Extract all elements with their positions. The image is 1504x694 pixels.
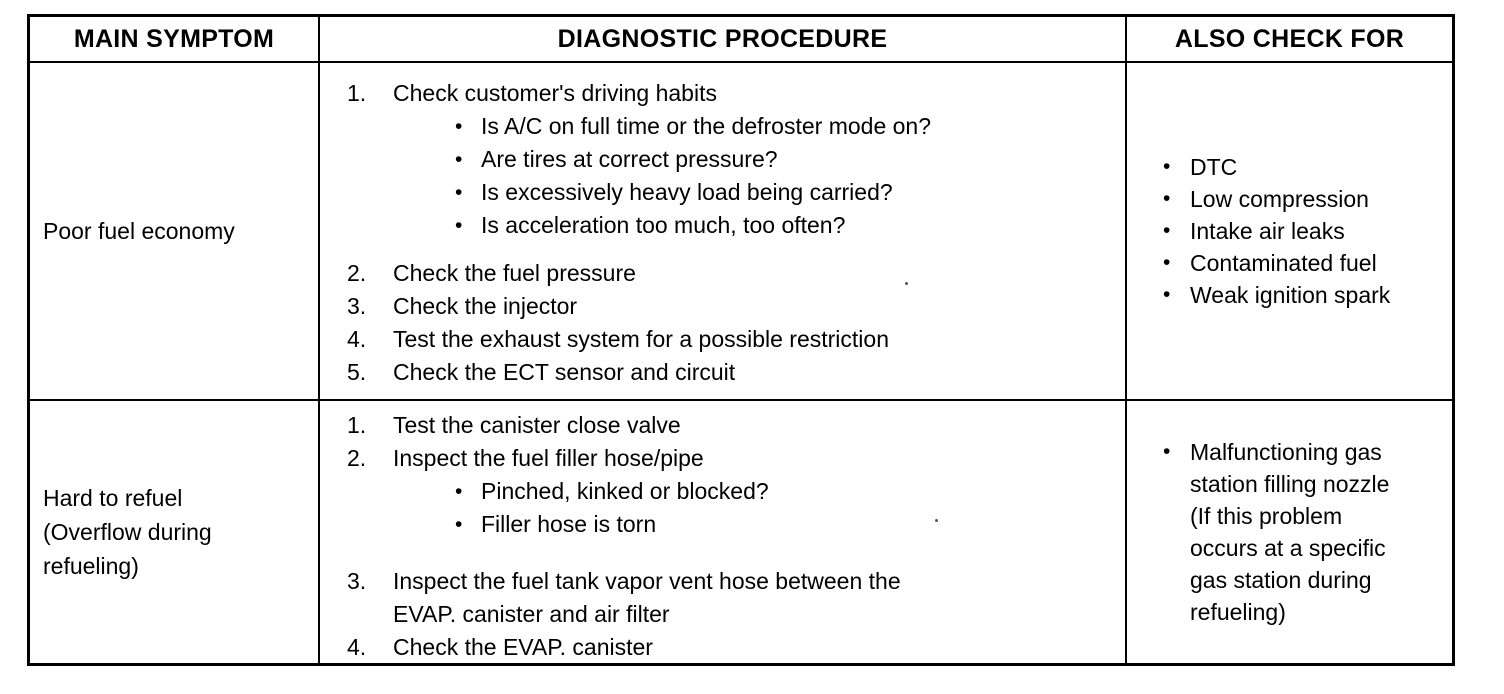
- header-diagnostic-procedure: DIAGNOSTIC PROCEDURE: [320, 17, 1127, 63]
- step-sub-bullets: • Pinched, kinked or blocked? • Filler h…: [455, 475, 1117, 541]
- procedure-step: 4. Test the exhaust system for a possibl…: [347, 323, 1117, 356]
- sub-bullet-item: • Are tires at correct pressure?: [455, 143, 1117, 176]
- sub-bullet-item: • Is A/C on full time or the defroster m…: [455, 110, 1117, 143]
- step-number: 4.: [347, 634, 367, 660]
- bullet-glyph: •: [455, 115, 463, 138]
- also-check-item: • DTC: [1163, 151, 1452, 183]
- symptom-cell-hard-to-refuel: Hard to refuel (Overflow during refuelin…: [30, 401, 320, 663]
- also-check-text: Weak ignition spark: [1190, 282, 1391, 308]
- step-number: 1.: [347, 80, 367, 106]
- also-check-item: • Weak ignition spark: [1163, 279, 1452, 311]
- header-also-check-for-label: ALSO CHECK FOR: [1174, 24, 1405, 53]
- step-number: 3.: [347, 293, 367, 319]
- step-text: Inspect the fuel tank vapor vent hose be…: [393, 568, 901, 627]
- symptom-cell-poor-fuel-economy: Poor fuel economy: [30, 63, 320, 401]
- also-check-text: Contaminated fuel: [1190, 250, 1377, 276]
- header-also-check-for: ALSO CHECK FOR: [1127, 17, 1452, 63]
- also-check-cell-hard-to-refuel: • Malfunctioning gas station filling noz…: [1127, 401, 1452, 663]
- also-check-text: Low compression: [1190, 186, 1369, 212]
- also-check-item: • Malfunctioning gas station filling noz…: [1163, 436, 1452, 628]
- step-number: 1.: [347, 412, 367, 438]
- step-number: 4.: [347, 326, 367, 352]
- header-diagnostic-procedure-label: DIAGNOSTIC PROCEDURE: [557, 24, 888, 53]
- step-text: Check the fuel pressure: [393, 260, 636, 286]
- scan-speck: [935, 519, 938, 522]
- bullet-glyph: •: [1163, 219, 1171, 242]
- procedure-step: 5. Check the ECT sensor and circuit: [347, 356, 1117, 389]
- procedure-step: 1. Check customer's driving habits: [347, 77, 1117, 110]
- sub-bullet-text: Are tires at correct pressure?: [481, 146, 778, 172]
- procedure-step: 3. Check the injector: [347, 290, 1117, 323]
- step-number: 2.: [347, 260, 367, 286]
- also-check-list: • Malfunctioning gas station filling noz…: [1127, 401, 1452, 663]
- step-text: Check customer's driving habits: [393, 80, 717, 106]
- bullet-glyph: •: [1163, 440, 1171, 463]
- bullet-glyph: •: [455, 214, 463, 237]
- bullet-glyph: •: [455, 480, 463, 503]
- sub-bullet-item: • Is acceleration too much, too often?: [455, 209, 1117, 242]
- step-number: 3.: [347, 568, 367, 594]
- bullet-glyph: •: [1163, 283, 1171, 306]
- header-main-symptom: MAIN SYMPTOM: [30, 17, 320, 63]
- step-number: 2.: [347, 445, 367, 471]
- bullet-glyph: •: [455, 513, 463, 536]
- bullet-glyph: •: [455, 148, 463, 171]
- step-sub-bullets: • Is A/C on full time or the defroster m…: [455, 110, 1117, 242]
- also-check-text: Malfunctioning gas station filling nozzl…: [1190, 439, 1390, 625]
- symptom-text: Hard to refuel (Overflow during refuelin…: [43, 485, 212, 579]
- also-check-cell-poor-fuel-economy: • DTC • Low compression • Intake air lea…: [1127, 63, 1452, 401]
- diagnostic-table: MAIN SYMPTOM DIAGNOSTIC PROCEDURE ALSO C…: [27, 14, 1455, 666]
- header-main-symptom-label: MAIN SYMPTOM: [73, 24, 275, 53]
- step-text: Check the EVAP. canister: [393, 634, 653, 660]
- step-text: Test the canister close valve: [393, 412, 681, 438]
- sub-bullet-text: Is A/C on full time or the defroster mod…: [481, 113, 932, 139]
- also-check-item: • Low compression: [1163, 183, 1452, 215]
- step-text: Check the injector: [393, 293, 578, 319]
- procedure-cell-hard-to-refuel: 1. Test the canister close valve 2. Insp…: [320, 401, 1127, 663]
- sub-bullet-text: Pinched, kinked or blocked?: [481, 478, 769, 504]
- bullet-glyph: •: [455, 181, 463, 204]
- sub-bullet-item: • Is excessively heavy load being carrie…: [455, 176, 1117, 209]
- procedure-step: 3. Inspect the fuel tank vapor vent hose…: [347, 565, 1117, 631]
- procedure-step: 2. Inspect the fuel filler hose/pipe: [347, 442, 1117, 475]
- procedure-step: 2. Check the fuel pressure: [347, 257, 1117, 290]
- step-text: Inspect the fuel filler hose/pipe: [393, 445, 704, 471]
- also-check-text: DTC: [1190, 154, 1238, 180]
- symptom-text: Poor fuel economy: [43, 218, 235, 244]
- bullet-glyph: •: [1163, 251, 1171, 274]
- step-text: Check the ECT sensor and circuit: [393, 359, 736, 385]
- bullet-glyph: •: [1163, 155, 1171, 178]
- sub-bullet-item: • Filler hose is torn: [455, 508, 1117, 541]
- scan-speck: [905, 282, 908, 285]
- also-check-item: • Contaminated fuel: [1163, 247, 1452, 279]
- sub-bullet-text: Filler hose is torn: [481, 511, 657, 537]
- also-check-list: • DTC • Low compression • Intake air lea…: [1127, 63, 1452, 399]
- procedure-step: 1. Test the canister close valve: [347, 409, 1117, 442]
- step-number: 5.: [347, 359, 367, 385]
- procedure-cell-poor-fuel-economy: 1. Check customer's driving habits • Is …: [320, 63, 1127, 401]
- sub-bullet-item: • Pinched, kinked or blocked?: [455, 475, 1117, 508]
- also-check-text: Intake air leaks: [1190, 218, 1345, 244]
- also-check-item: • Intake air leaks: [1163, 215, 1452, 247]
- step-text: Test the exhaust system for a possible r…: [393, 326, 889, 352]
- bullet-glyph: •: [1163, 187, 1171, 210]
- sub-bullet-text: Is excessively heavy load being carried?: [481, 179, 893, 205]
- sub-bullet-text: Is acceleration too much, too often?: [481, 212, 846, 238]
- procedure-step: 4. Check the EVAP. canister: [347, 631, 1117, 663]
